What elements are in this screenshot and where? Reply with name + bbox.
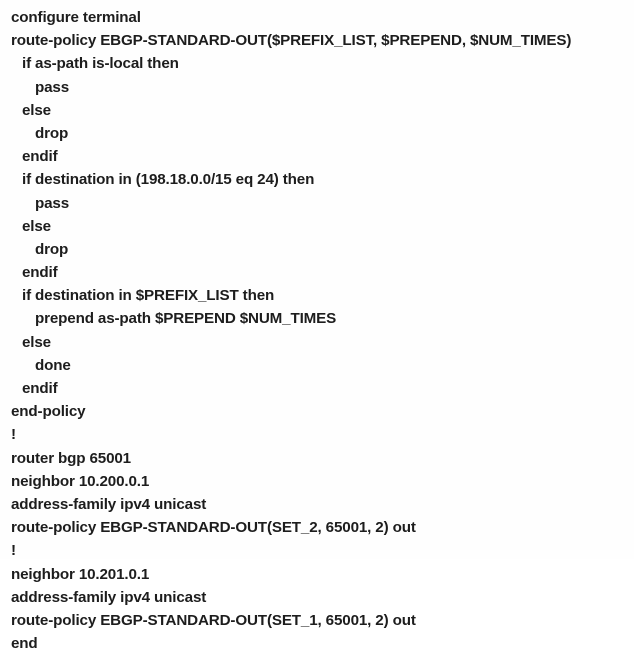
config-token: if destination in [22,171,136,189]
config-token-emphasis: ! [11,542,16,560]
config-line: else [11,331,634,354]
config-line: endif [11,261,634,284]
config-line: pass [11,192,634,215]
config-token-emphasis: $PREPEND $NUM_TIMES [154,310,337,328]
config-token: address-family ipv4 unicast [11,588,207,606]
config-line: end-policy [11,400,634,423]
config-line: configure terminal [11,6,634,29]
config-token: endif [22,380,58,397]
config-token: route-policy [11,32,101,50]
config-token: 65001, 2) out [321,611,416,629]
config-token-emphasis: $PREFIX_LIST [135,287,239,305]
config-token: then [238,287,275,305]
config-token: if as-path is-local then [22,55,179,73]
config-token: end-policy [11,403,86,421]
config-token: drop [35,240,69,258]
config-line: ! [11,423,634,446]
config-line: pass [11,76,634,99]
config-line: neighbor 10.200.0.1 [11,470,634,493]
config-line: endif [11,145,634,168]
config-token: drop [35,124,69,142]
config-token: endif [22,148,58,166]
config-line: done [11,354,634,377]
config-line: if as-path is-local then [11,52,634,75]
config-token: neighbor 10.201.0.1 [11,565,150,583]
config-token: router bgp 65001 [11,449,131,467]
config-line: prepend as-path $PREPEND $NUM_TIMES [11,307,634,330]
config-token: end [11,635,38,653]
config-line: route-policy EBGP-STANDARD-OUT($PREFIX_L… [11,29,634,52]
config-line: route-policy EBGP-STANDARD-OUT(SET_1, 65… [11,609,634,632]
config-line: else [11,99,634,122]
config-token: neighbor 10.200.0.1 [11,472,150,490]
config-token: then [278,171,315,189]
config-token: endif [22,264,58,282]
config-token: else [22,333,51,351]
config-token: pass [35,78,70,96]
config-token: done [35,356,71,374]
config-token: pass [35,194,70,212]
config-token: else [22,101,51,119]
config-line: drop [11,238,634,261]
config-line: route-policy EBGP-STANDARD-OUT(SET_2, 65… [11,516,634,539]
config-line: else [11,215,634,238]
config-line: endif [11,377,634,400]
config-token: if destination in [22,287,136,305]
config-token-emphasis: EBGP-STANDARD-OUT(SET_2, [100,519,322,537]
config-token: prepend as-path [35,310,155,328]
config-token: configure terminal [11,9,141,26]
config-line: router bgp 65001 [11,447,634,470]
configuration-listing: configure terminal route-policy EBGP-STAN… [11,6,634,653]
config-token: else [22,217,51,235]
config-token-emphasis: ! [11,426,16,444]
config-token-emphasis: (198.18.0.0/15 eq 24) [135,171,279,189]
config-token: 65001, 2) out [321,519,416,537]
config-line: address-family ipv4 unicast [11,493,634,516]
config-line: drop [11,122,634,145]
config-token: route-policy [11,519,101,537]
config-line: address-family ipv4 unicast [11,586,634,609]
config-line: neighbor 10.201.0.1 [11,563,634,586]
config-token: route-policy [11,611,101,629]
config-line: end [11,632,634,655]
config-token-emphasis: EBGP-STANDARD-OUT(SET_1, [100,611,322,629]
config-line: if destination in $PREFIX_LIST then [11,284,634,307]
config-line: ! [11,539,634,562]
config-token: address-family ipv4 unicast [11,495,207,513]
config-token-emphasis: EBGP-STANDARD-OUT($PREFIX_LIST, $PREPEND… [100,32,572,50]
config-line: if destination in (198.18.0.0/15 eq 24) … [11,168,634,191]
